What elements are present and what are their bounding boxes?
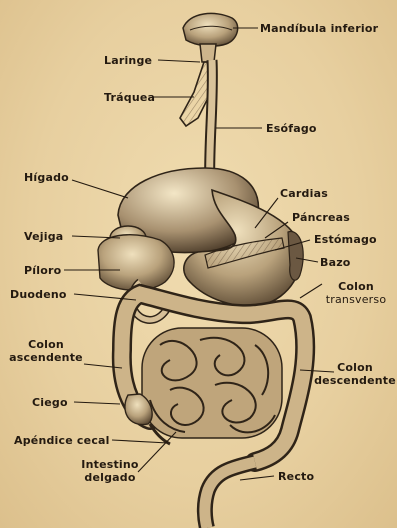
label-duodeno: Duodeno — [10, 288, 67, 301]
label-piloro: Píloro — [24, 264, 61, 277]
label-pancreas: Páncreas — [292, 211, 350, 224]
label-colon-descendente-line2: descendente — [314, 374, 396, 387]
label-bazo: Bazo — [320, 256, 351, 269]
label-colon-descendente: Colon descendente — [314, 361, 396, 387]
label-mandibula: Mandíbula inferior — [260, 22, 378, 35]
label-colon-transverso-line2: transverso — [318, 293, 394, 306]
label-recto: Recto — [278, 470, 314, 483]
label-colon-ascendente: Colon ascendente — [8, 338, 84, 364]
spleen-shape — [288, 232, 303, 281]
label-higado: Hígado — [24, 171, 69, 184]
label-estomago: Estómago — [314, 233, 377, 246]
label-esofago: Esófago — [266, 122, 317, 135]
label-colon-transverso-line1: Colon — [318, 280, 394, 293]
label-cardias: Cardias — [280, 187, 328, 200]
label-intestino-line2: delgado — [74, 471, 146, 484]
label-intestino-delgado: Intestino delgado — [74, 458, 146, 484]
label-colon-ascendente-line2: ascendente — [8, 351, 84, 364]
small-intestine-shape — [142, 328, 282, 438]
label-colon-descendente-line1: Colon — [314, 361, 396, 374]
label-ciego: Ciego — [32, 396, 68, 409]
label-vejiga: Vejiga — [24, 230, 63, 243]
label-traquea: Tráquea — [104, 91, 155, 104]
mandible-shape — [183, 13, 238, 46]
label-colon-transverso: Colon transverso — [318, 280, 394, 306]
label-colon-ascendente-line1: Colon — [8, 338, 84, 351]
label-intestino-line1: Intestino — [74, 458, 146, 471]
label-apendice: Apéndice cecal — [14, 434, 110, 447]
label-laringe: Laringe — [104, 54, 152, 67]
